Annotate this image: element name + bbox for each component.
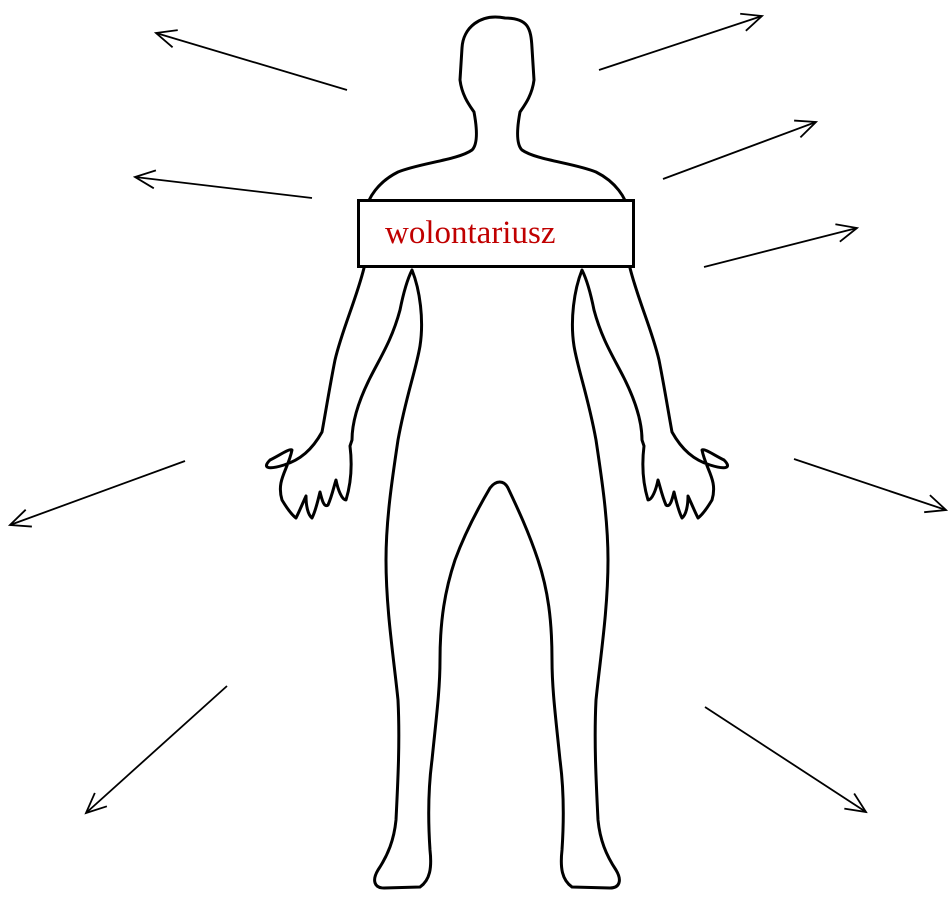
arrow-icon [599,16,762,70]
arrow-icon [794,459,946,510]
label-text: wolontariusz [385,217,555,250]
arrow-icon [135,177,312,198]
arrow-icon [705,707,866,812]
human-body-outline-icon [266,17,727,888]
label-box: wolontariusz [357,199,635,268]
arrow-icon [10,461,185,525]
arrow-icon [86,686,227,813]
arrows [10,16,946,813]
arrow-icon [663,122,816,179]
arrow-icon [156,33,347,90]
arrow-icon [704,228,857,267]
